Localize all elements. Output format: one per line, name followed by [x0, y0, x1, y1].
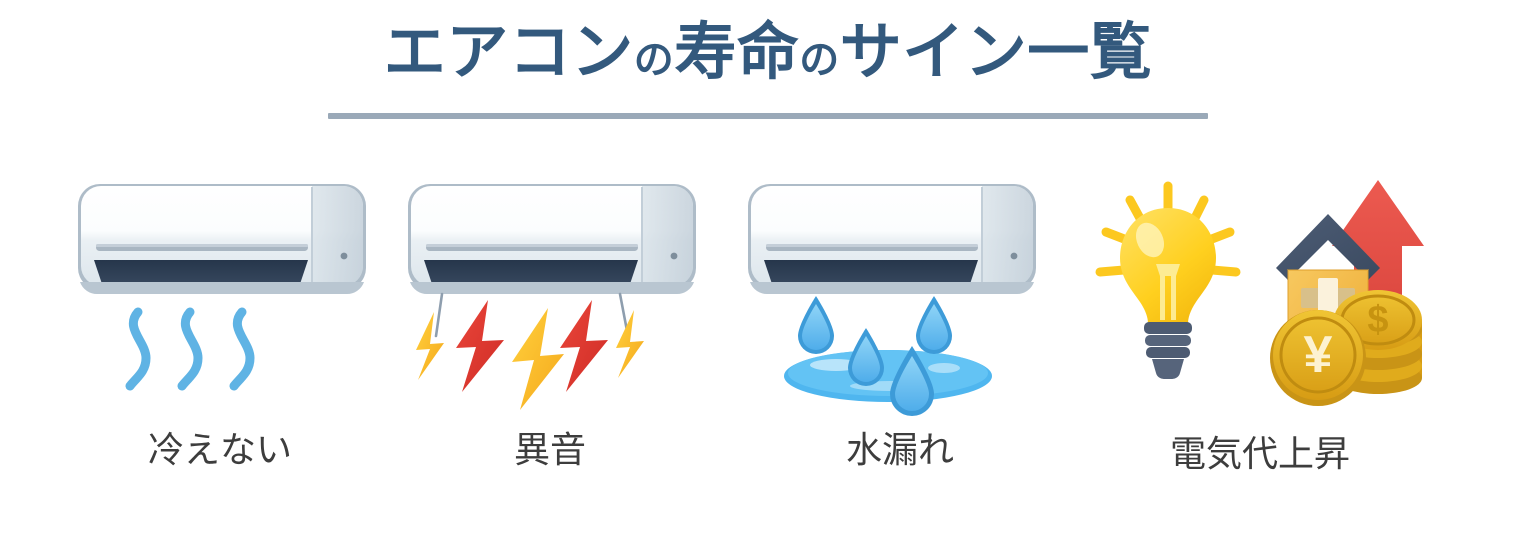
sign-item-not-cooling: 冷えない [50, 160, 390, 520]
title-part-2: 寿命 [674, 18, 800, 87]
house-roof [1276, 214, 1380, 280]
lightning-bolt-red-2 [560, 300, 608, 392]
title-particle-2: の [799, 38, 840, 82]
water-droplet-3 [916, 296, 952, 354]
lightning-bolt-group [416, 300, 644, 410]
water-droplet-group [798, 296, 952, 416]
noise-vibration-lines [434, 292, 630, 338]
page-title: エアコンの寿命のサイン一覧 [0, 22, 1536, 84]
sign-label-strange-noise: 異音 [513, 429, 586, 470]
title-part-1: エアコン [383, 18, 634, 87]
light-bulb-icon [1120, 208, 1216, 380]
svg-text:$: $ [1367, 299, 1388, 341]
title-underline-rule [328, 113, 1208, 119]
electricity-bill-rising-icon: $ ¥ [1090, 160, 1430, 420]
title-particle-1: の [633, 38, 675, 82]
svg-text:¥: ¥ [1304, 326, 1333, 384]
sign-item-strange-noise: 異音 [380, 160, 720, 520]
lightning-bolt-red-1 [456, 300, 504, 392]
sign-item-electricity-bill: $ ¥ 電気代上昇 [1090, 160, 1430, 520]
air-conditioner-water-leak-icon [730, 160, 1070, 420]
bulb-screw-base [1144, 322, 1192, 380]
lightning-bolt-yellow-1 [416, 312, 444, 380]
sign-label-water-leak: 水漏れ [845, 429, 954, 470]
airflow-wave-group [125, 307, 255, 391]
sign-label-electricity-bill: 電気代上昇 [1169, 433, 1350, 474]
water-droplet-1 [798, 296, 834, 354]
lightning-bolt-yellow-center [512, 308, 564, 410]
coin-yen: ¥ [1270, 310, 1366, 406]
lightning-bolt-yellow-2 [616, 310, 644, 378]
page-title-text: エアコンの寿命のサイン一覧 [384, 22, 1153, 84]
title-part-3: サイン一覧 [839, 18, 1153, 87]
water-puddle [784, 350, 992, 402]
coin-stack-icon: $ ¥ [1270, 290, 1422, 406]
sign-item-water-leak: 水漏れ [730, 160, 1070, 520]
sign-label-not-cooling: 冷えない [147, 429, 292, 470]
air-conditioner-strange-noise-icon [380, 160, 720, 420]
air-conditioner-no-cooling-icon [50, 160, 390, 420]
bulb-filament [1156, 264, 1180, 320]
water-droplet-2 [848, 328, 884, 386]
water-droplet-4 [890, 346, 934, 416]
